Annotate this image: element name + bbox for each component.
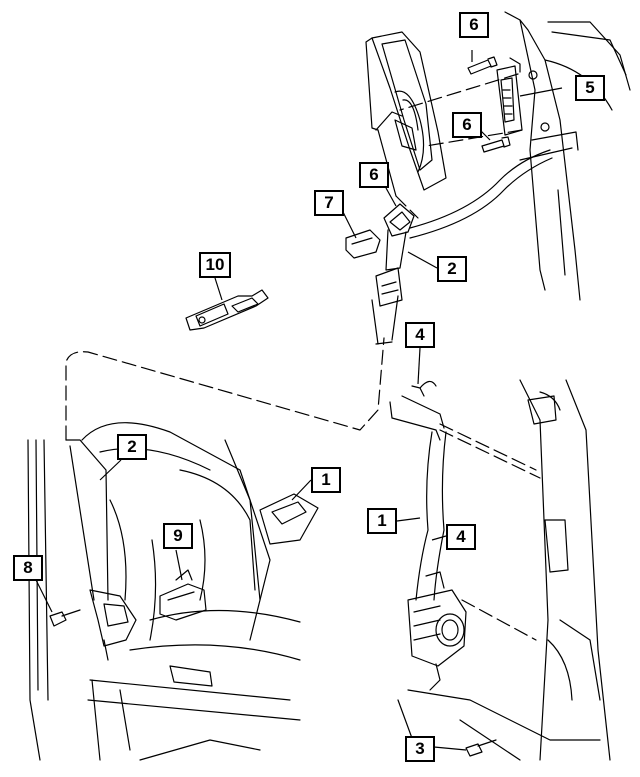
bolt-middle	[481, 136, 511, 153]
callout-6-mid: 6	[452, 112, 482, 138]
retractor-bolt	[465, 739, 497, 757]
shoulder-belt-webbing	[409, 149, 553, 239]
seat-scene	[27, 422, 319, 761]
routing-lines	[65, 73, 541, 641]
callout-1-lower: 1	[367, 508, 397, 534]
callout-9: 9	[163, 523, 193, 549]
d-ring-cover	[345, 229, 381, 259]
inner-pillar-panel	[504, 11, 631, 301]
leader-lines	[35, 50, 563, 751]
d-ring-loop	[371, 203, 415, 345]
callout-4-mid: 4	[446, 524, 476, 550]
anchor-bolt	[49, 609, 81, 627]
callout-2-left: 2	[117, 434, 147, 460]
bolt-upper	[467, 56, 498, 75]
callout-5: 5	[575, 75, 605, 101]
lower-pillar	[397, 379, 611, 761]
callout-8: 8	[13, 555, 43, 581]
callout-3: 3	[405, 736, 435, 762]
retractor-assembly	[407, 571, 467, 691]
lower-belt-webbing	[389, 380, 447, 601]
seat-belt-buckle	[185, 289, 269, 331]
callout-6-lower: 6	[359, 162, 389, 188]
callout-2-upper: 2	[437, 256, 467, 282]
callout-1-upper: 1	[311, 467, 341, 493]
callout-4-top: 4	[405, 322, 435, 348]
height-adjuster-bracket	[496, 57, 550, 136]
left-seat-belt	[65, 439, 137, 661]
callout-10: 10	[199, 252, 231, 278]
callout-6-top: 6	[459, 12, 489, 38]
callout-7: 7	[314, 190, 344, 216]
upper-pillar	[365, 31, 447, 197]
